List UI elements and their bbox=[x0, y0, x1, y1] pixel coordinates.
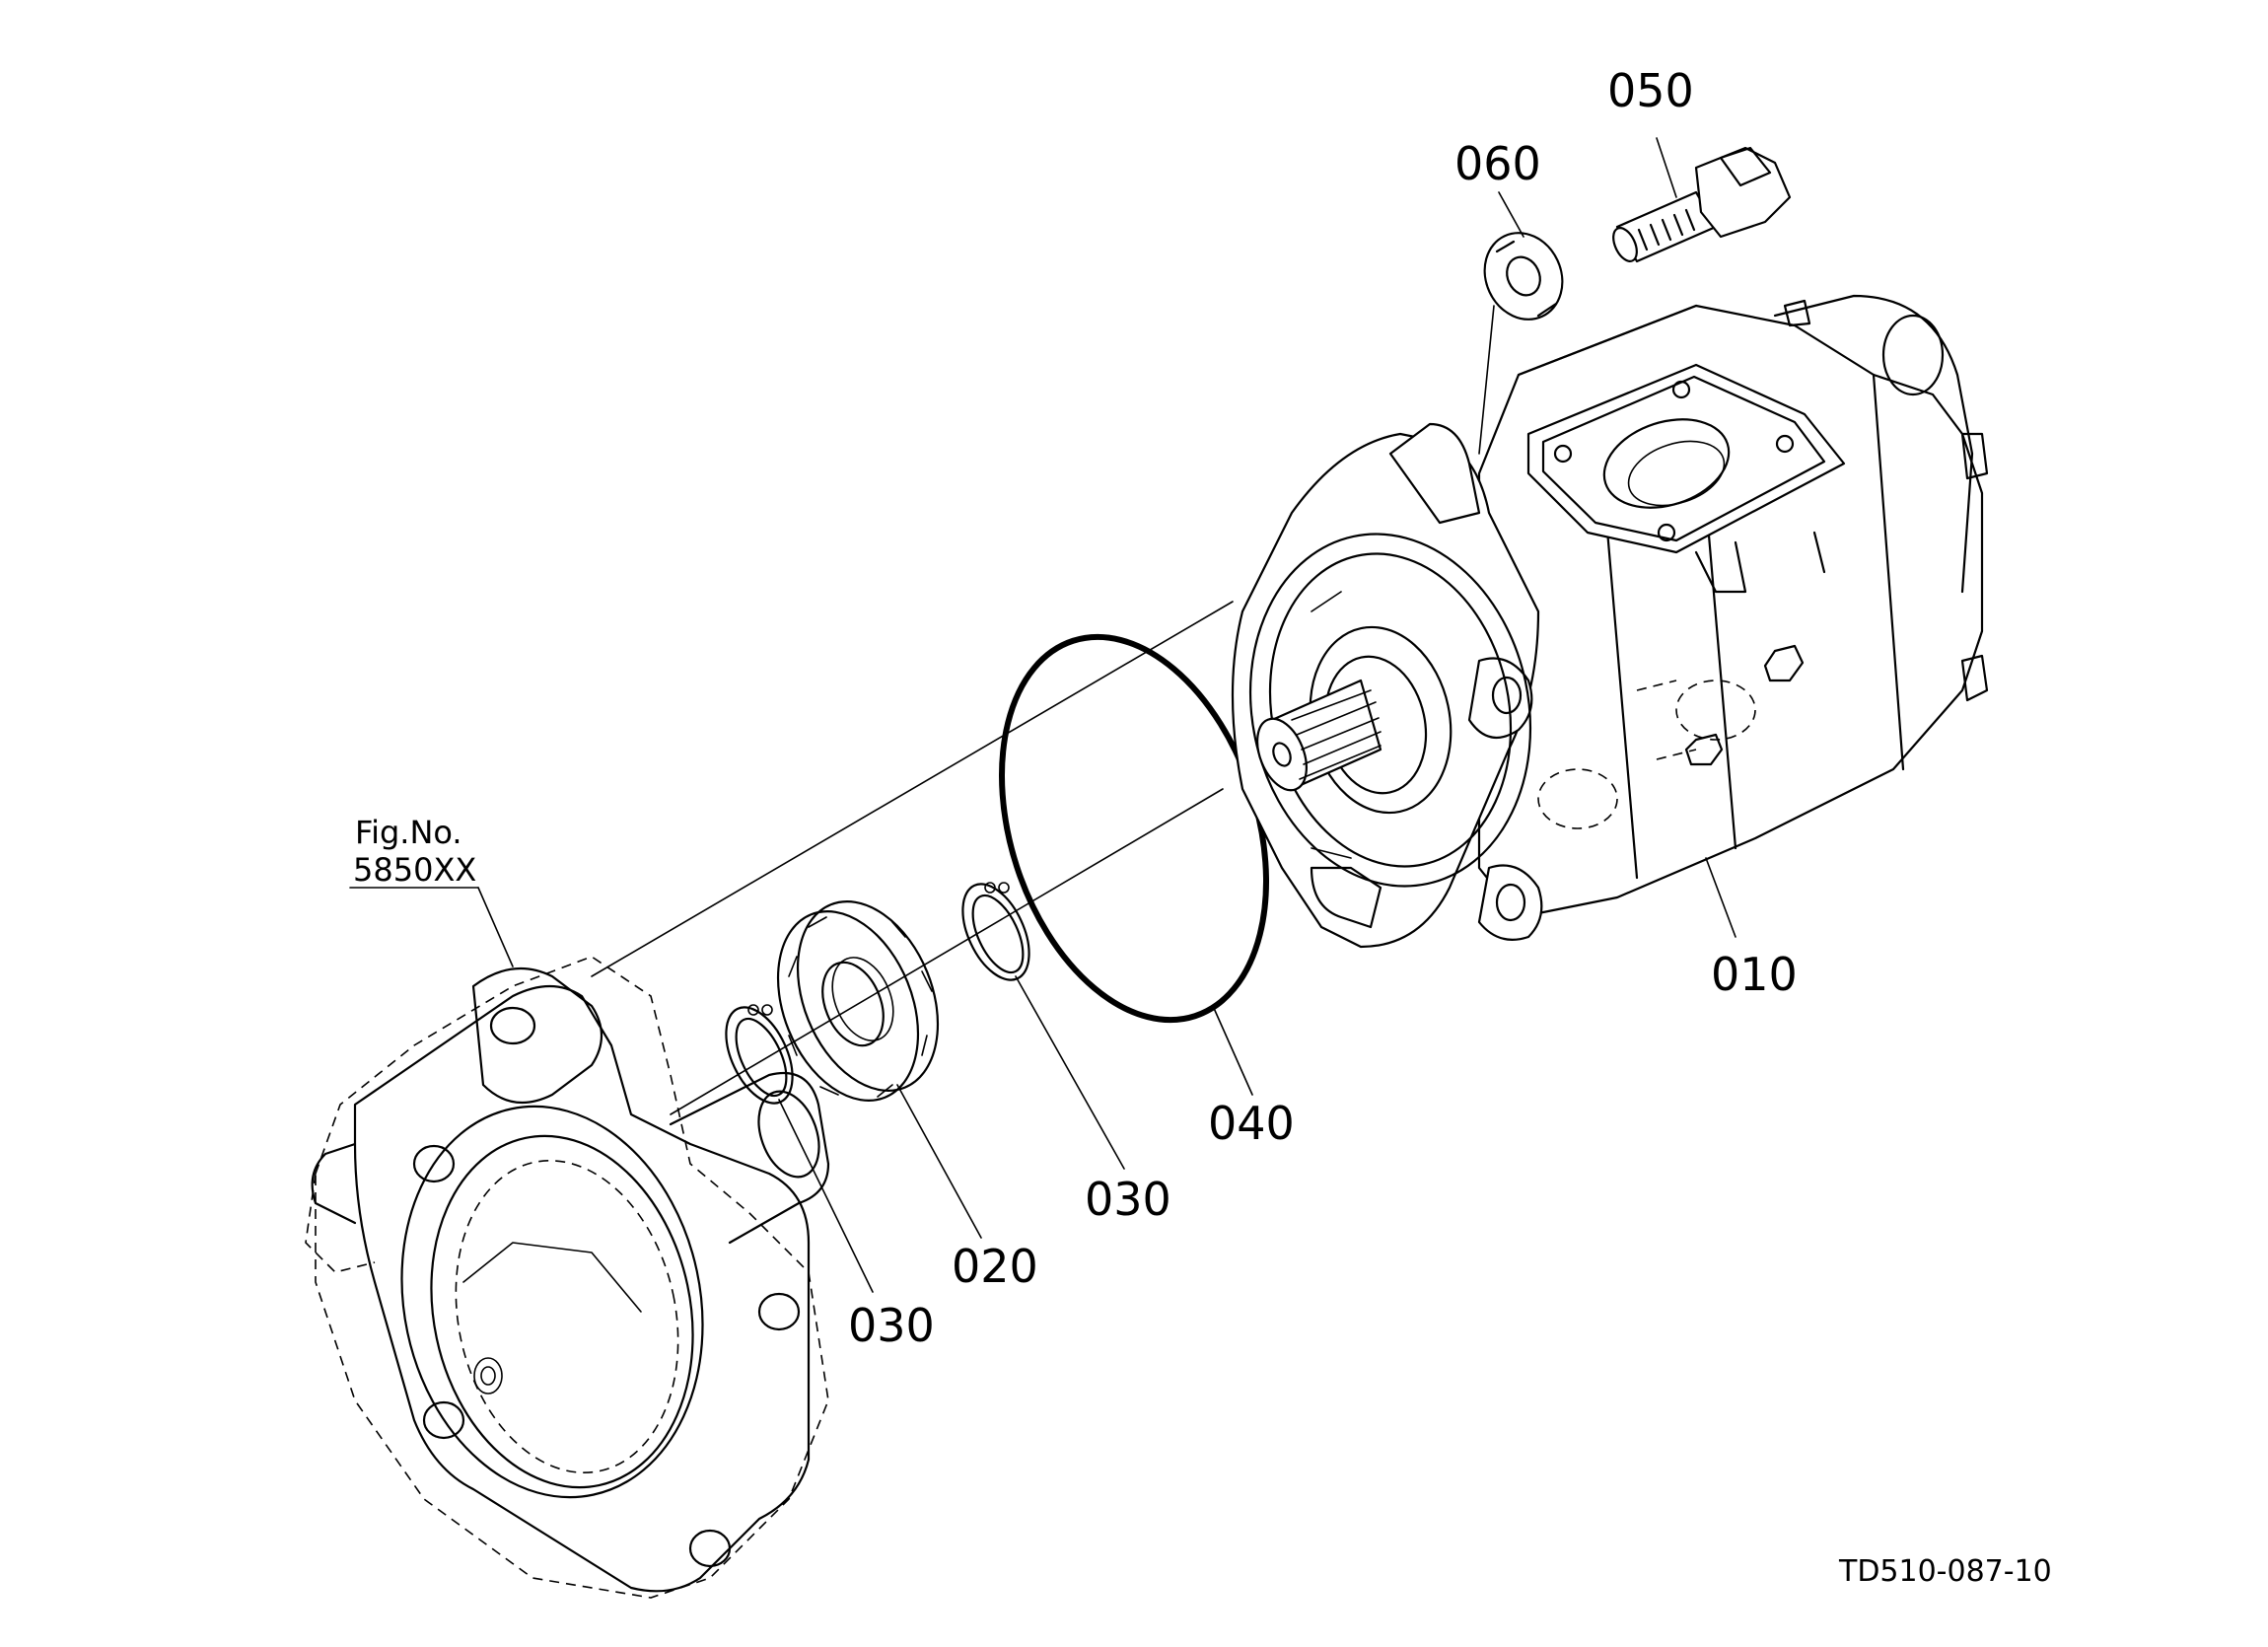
callout-leaders bbox=[349, 137, 1736, 1293]
hydraulic-pump-assembly bbox=[1231, 294, 1989, 949]
drawing-code: TD510-087-10 bbox=[1838, 1554, 2052, 1589]
center-lines bbox=[591, 305, 1495, 1115]
fig-reference-number: 5850XX bbox=[353, 851, 476, 889]
callout-010: 010 bbox=[1711, 948, 1798, 1001]
callout-030-left: 030 bbox=[848, 1299, 935, 1352]
callout-020: 020 bbox=[952, 1240, 1038, 1293]
bolt bbox=[1612, 146, 1792, 263]
housing-flange-part bbox=[305, 956, 830, 1599]
callout-050: 050 bbox=[1607, 64, 1694, 117]
fig-reference-label: Fig.No. bbox=[355, 814, 462, 851]
callout-030-right: 030 bbox=[1085, 1173, 1171, 1226]
callout-040: 040 bbox=[1208, 1097, 1295, 1150]
callout-060: 060 bbox=[1454, 137, 1541, 190]
washer bbox=[1483, 232, 1564, 321]
spur-gear bbox=[776, 900, 940, 1102]
snap-ring-left bbox=[725, 1004, 794, 1105]
